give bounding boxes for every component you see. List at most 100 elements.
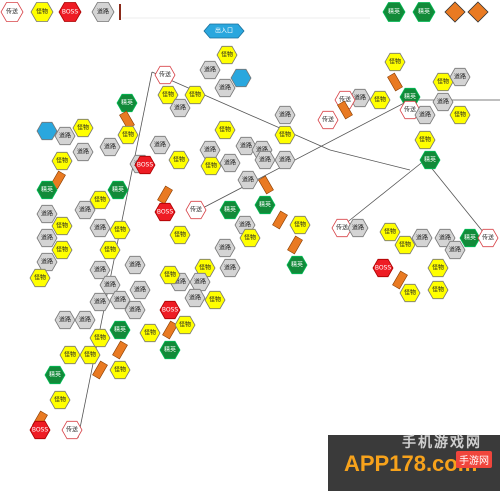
teleport-link bbox=[329, 149, 411, 171]
tile-monster: 怪物 bbox=[51, 216, 73, 236]
tile-gate bbox=[392, 270, 408, 290]
svg-text:BOSS: BOSS bbox=[62, 9, 79, 16]
svg-text:传送: 传送 bbox=[482, 234, 494, 242]
svg-text:怪物: 怪物 bbox=[384, 228, 396, 236]
tile-boss: BOSS bbox=[154, 202, 176, 222]
tile-road: 道路 bbox=[89, 218, 111, 238]
tile-road: 道路 bbox=[124, 300, 146, 320]
svg-text:精英: 精英 bbox=[259, 201, 271, 209]
svg-text:怪物: 怪物 bbox=[244, 234, 256, 242]
tile-gate bbox=[92, 360, 108, 380]
svg-text:怪物: 怪物 bbox=[173, 156, 185, 164]
svg-text:道路: 道路 bbox=[41, 258, 53, 266]
tile-boss: BOSS bbox=[134, 155, 156, 175]
svg-text:怪物: 怪物 bbox=[114, 366, 126, 374]
tile-monster: 怪物 bbox=[30, 2, 54, 22]
tile-monster: 怪物 bbox=[59, 345, 81, 365]
svg-text:道路: 道路 bbox=[352, 224, 364, 232]
svg-text:精英: 精英 bbox=[41, 186, 53, 194]
tile-monster: 怪物 bbox=[89, 328, 111, 348]
watermark-sub-text: 手游网 bbox=[456, 451, 492, 468]
teleport-link bbox=[151, 71, 331, 151]
tile-monster: 怪物 bbox=[29, 268, 51, 288]
tile-monster: 怪物 bbox=[399, 283, 421, 303]
svg-text:怪物: 怪物 bbox=[419, 136, 431, 144]
tile-monster: 怪物 bbox=[379, 222, 401, 242]
tile-monster: 怪物 bbox=[414, 130, 436, 150]
tile-road: 道路 bbox=[109, 290, 131, 310]
tile-road: 道路 bbox=[169, 98, 191, 118]
svg-text:怪物: 怪物 bbox=[437, 78, 449, 86]
tile-monster: 怪物 bbox=[51, 151, 73, 171]
svg-text:道路: 道路 bbox=[41, 234, 53, 242]
svg-text:怪物: 怪物 bbox=[77, 124, 89, 132]
svg-text:传送: 传送 bbox=[159, 71, 171, 79]
svg-text:怪物: 怪物 bbox=[432, 264, 444, 272]
tile-road: 道路 bbox=[235, 136, 257, 156]
svg-text:道路: 道路 bbox=[256, 146, 268, 154]
svg-text:怪物: 怪物 bbox=[144, 329, 156, 337]
svg-text:精英: 精英 bbox=[112, 186, 124, 194]
tile-monster: 怪物 bbox=[289, 215, 311, 235]
tile-road: 道路 bbox=[219, 153, 241, 173]
tile-road: 道路 bbox=[74, 310, 96, 330]
svg-text:道路: 道路 bbox=[439, 234, 451, 242]
svg-text:道路: 道路 bbox=[204, 66, 216, 74]
svg-text:怪物: 怪物 bbox=[179, 321, 191, 329]
tile-elite: 精英 bbox=[44, 365, 66, 385]
svg-text:BOSS: BOSS bbox=[375, 265, 392, 272]
tile-monster: 怪物 bbox=[174, 315, 196, 335]
tile-monster: 怪物 bbox=[51, 240, 73, 260]
tile-road: 道路 bbox=[274, 150, 296, 170]
svg-text:精英: 精英 bbox=[388, 8, 400, 16]
svg-text:怪物: 怪物 bbox=[399, 241, 411, 249]
svg-text:道路: 道路 bbox=[194, 278, 206, 286]
tile-road: 道路 bbox=[72, 142, 94, 162]
svg-text:道路: 道路 bbox=[174, 104, 186, 112]
tile-road: 道路 bbox=[36, 204, 58, 224]
tile-road: 道路 bbox=[36, 252, 58, 272]
svg-text:传送: 传送 bbox=[336, 224, 348, 232]
watermark-app-text: APP178.com bbox=[344, 451, 478, 476]
svg-text:道路: 道路 bbox=[259, 156, 271, 164]
tile-road: 道路 bbox=[432, 92, 454, 112]
svg-text:怪物: 怪物 bbox=[34, 274, 46, 282]
watermark-logo: 手机游戏网 APP178.com 手游网 bbox=[328, 435, 500, 491]
tile-monster: 怪物 bbox=[99, 240, 121, 260]
tile-monster: 怪物 bbox=[79, 345, 101, 365]
tile-monster: 怪物 bbox=[384, 52, 406, 72]
gate-legend-icon bbox=[444, 1, 466, 23]
svg-text:道路: 道路 bbox=[104, 281, 116, 289]
tile-elite: 精英 bbox=[109, 320, 131, 340]
tile-monster: 怪物 bbox=[394, 235, 416, 255]
tile-gate bbox=[272, 210, 288, 230]
tile-gate bbox=[287, 235, 303, 255]
tile-elite: 精英 bbox=[459, 228, 481, 248]
tile-road: 道路 bbox=[54, 126, 76, 146]
svg-text:道路: 道路 bbox=[129, 306, 141, 314]
map-tiles: 出入口怪物道路道路怪物传送怪物道路精英道路怪物道路怪物道路怪物精英道路怪物道路怪… bbox=[29, 23, 499, 440]
svg-text:怪物: 怪物 bbox=[454, 111, 466, 119]
tile-road: 道路 bbox=[129, 280, 151, 300]
svg-text:道路: 道路 bbox=[104, 143, 116, 151]
tile-gate bbox=[258, 175, 274, 195]
tile-road: 道路 bbox=[414, 105, 436, 125]
teleport-link bbox=[339, 159, 426, 229]
tile-teleport: 传送 bbox=[477, 228, 499, 248]
svg-text:道路: 道路 bbox=[224, 159, 236, 167]
watermark-top-text: 手机游戏网 bbox=[402, 435, 482, 451]
svg-text:BOSS: BOSS bbox=[157, 209, 174, 216]
tile-start bbox=[36, 121, 58, 141]
tile-monster: 怪物 bbox=[109, 220, 131, 240]
svg-text:怪物: 怪物 bbox=[294, 221, 306, 229]
tile-monster: 怪物 bbox=[89, 190, 111, 210]
svg-text:怪物: 怪物 bbox=[84, 351, 96, 359]
svg-text:BOSS: BOSS bbox=[162, 307, 179, 314]
svg-text:道路: 道路 bbox=[454, 73, 466, 81]
tile-monster: 怪物 bbox=[427, 280, 449, 300]
svg-text:怪物: 怪物 bbox=[104, 246, 116, 254]
tile-monster: 怪物 bbox=[369, 90, 391, 110]
svg-text:传送: 传送 bbox=[66, 426, 78, 434]
tile-teleport: 传送 bbox=[185, 200, 207, 220]
